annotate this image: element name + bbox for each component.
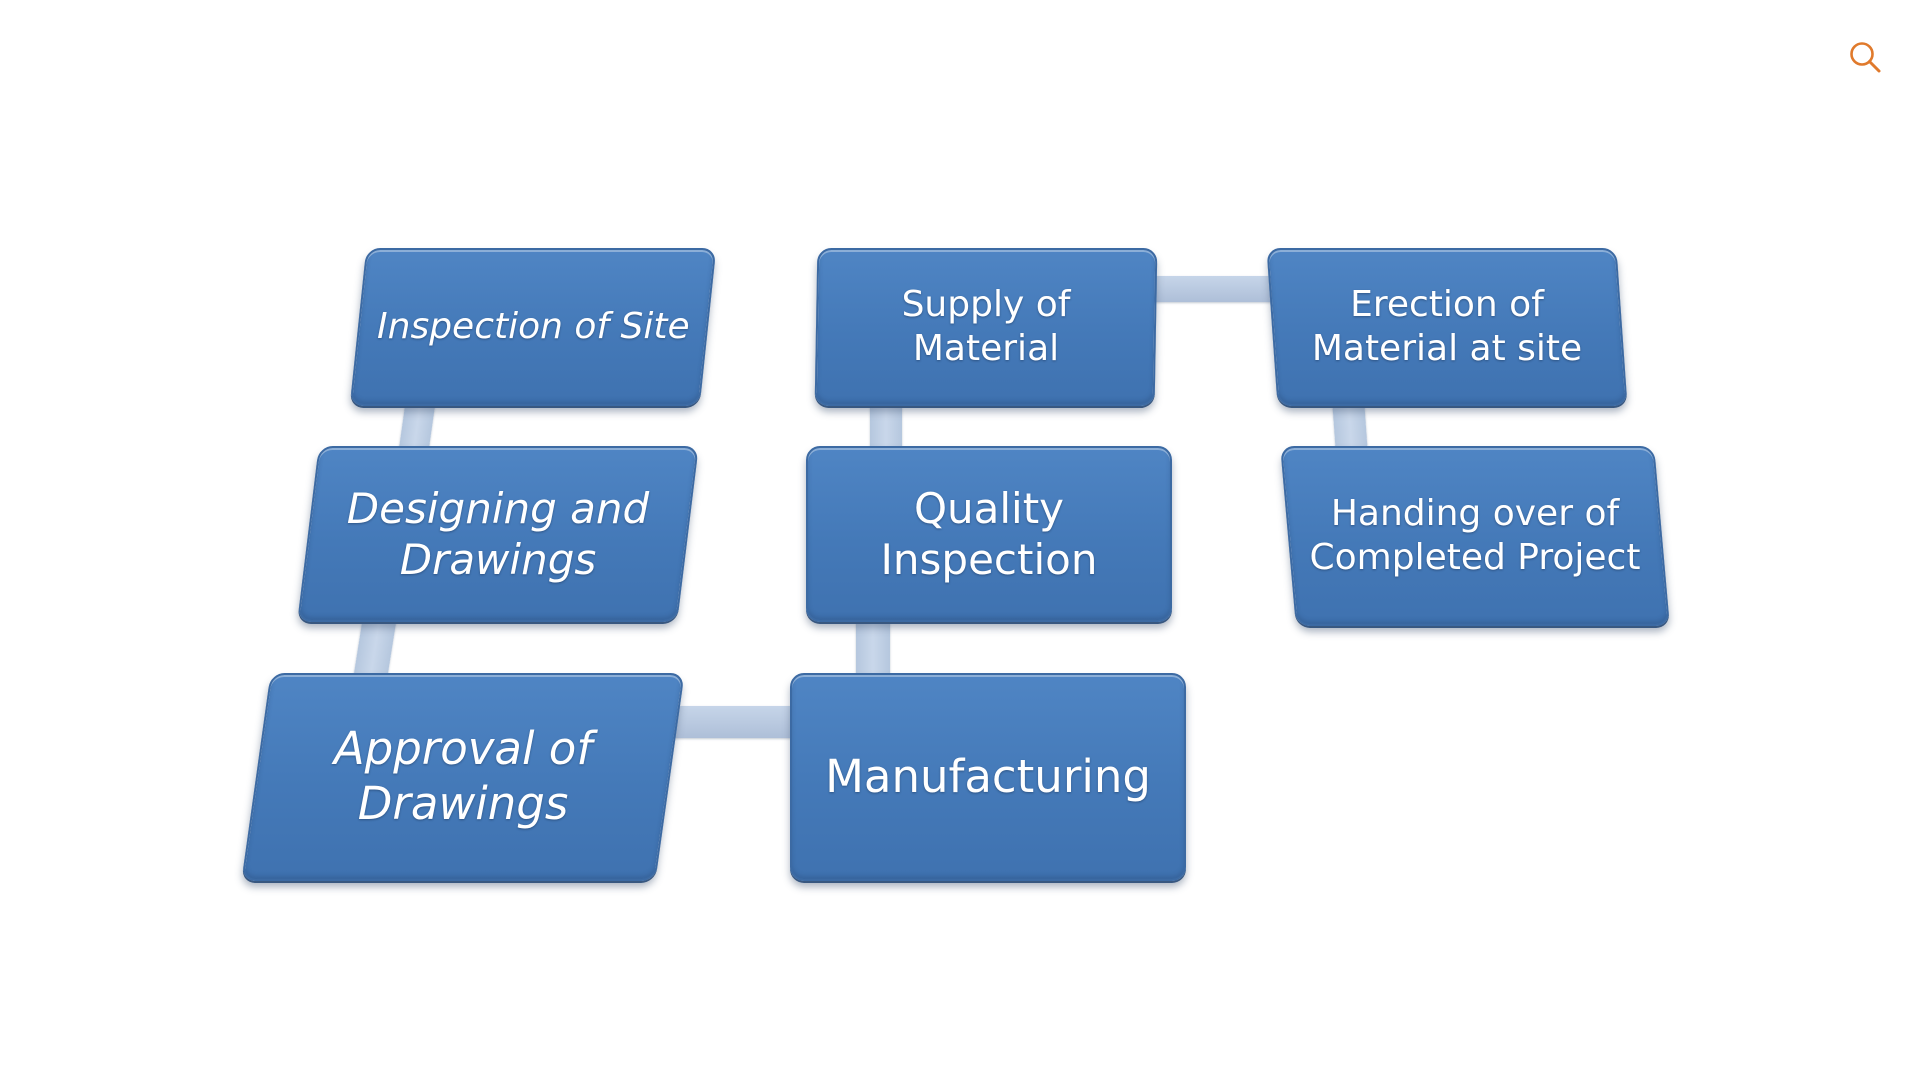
- node-label: Manufacturing: [825, 749, 1151, 803]
- node-inspection-of-site: Inspection of Site: [349, 248, 717, 406]
- node-quality-inspection: Quality Inspection: [806, 446, 1172, 622]
- connector-inspection-designing: [398, 404, 436, 450]
- node-label: Supply of Material: [901, 284, 1071, 369]
- node-designing-and-drawings: Designing and Drawings: [297, 446, 699, 622]
- node-manufacturing: Manufacturing: [790, 673, 1186, 881]
- node-handing-over-of-completed-project: Handing over of Completed Project: [1280, 446, 1670, 626]
- node-supply-of-material: Supply of Material: [814, 248, 1158, 406]
- node-label: Approval of Drawings: [333, 722, 593, 830]
- node-label: Quality Inspection: [880, 483, 1098, 584]
- zoom-button[interactable]: [1846, 38, 1886, 78]
- connector-approval-manufacturing: [664, 706, 796, 738]
- connector-erection-handing: [1332, 404, 1368, 450]
- magnifier-icon: [1850, 42, 1881, 73]
- connector-manufacturing-quality: [856, 620, 890, 676]
- node-erection-of-material-at-site: Erection of Material at site: [1266, 248, 1628, 406]
- node-approval-of-drawings: Approval of Drawings: [241, 673, 685, 881]
- connector-quality-supply: [870, 404, 902, 450]
- node-label: Designing and Drawings: [346, 483, 650, 584]
- connector-designing-approval: [353, 620, 397, 676]
- node-label: Inspection of Site: [376, 306, 690, 348]
- connector-supply-erection: [1152, 276, 1276, 302]
- node-label: Erection of Material at site: [1311, 284, 1583, 369]
- node-label: Handing over of Completed Project: [1309, 493, 1641, 578]
